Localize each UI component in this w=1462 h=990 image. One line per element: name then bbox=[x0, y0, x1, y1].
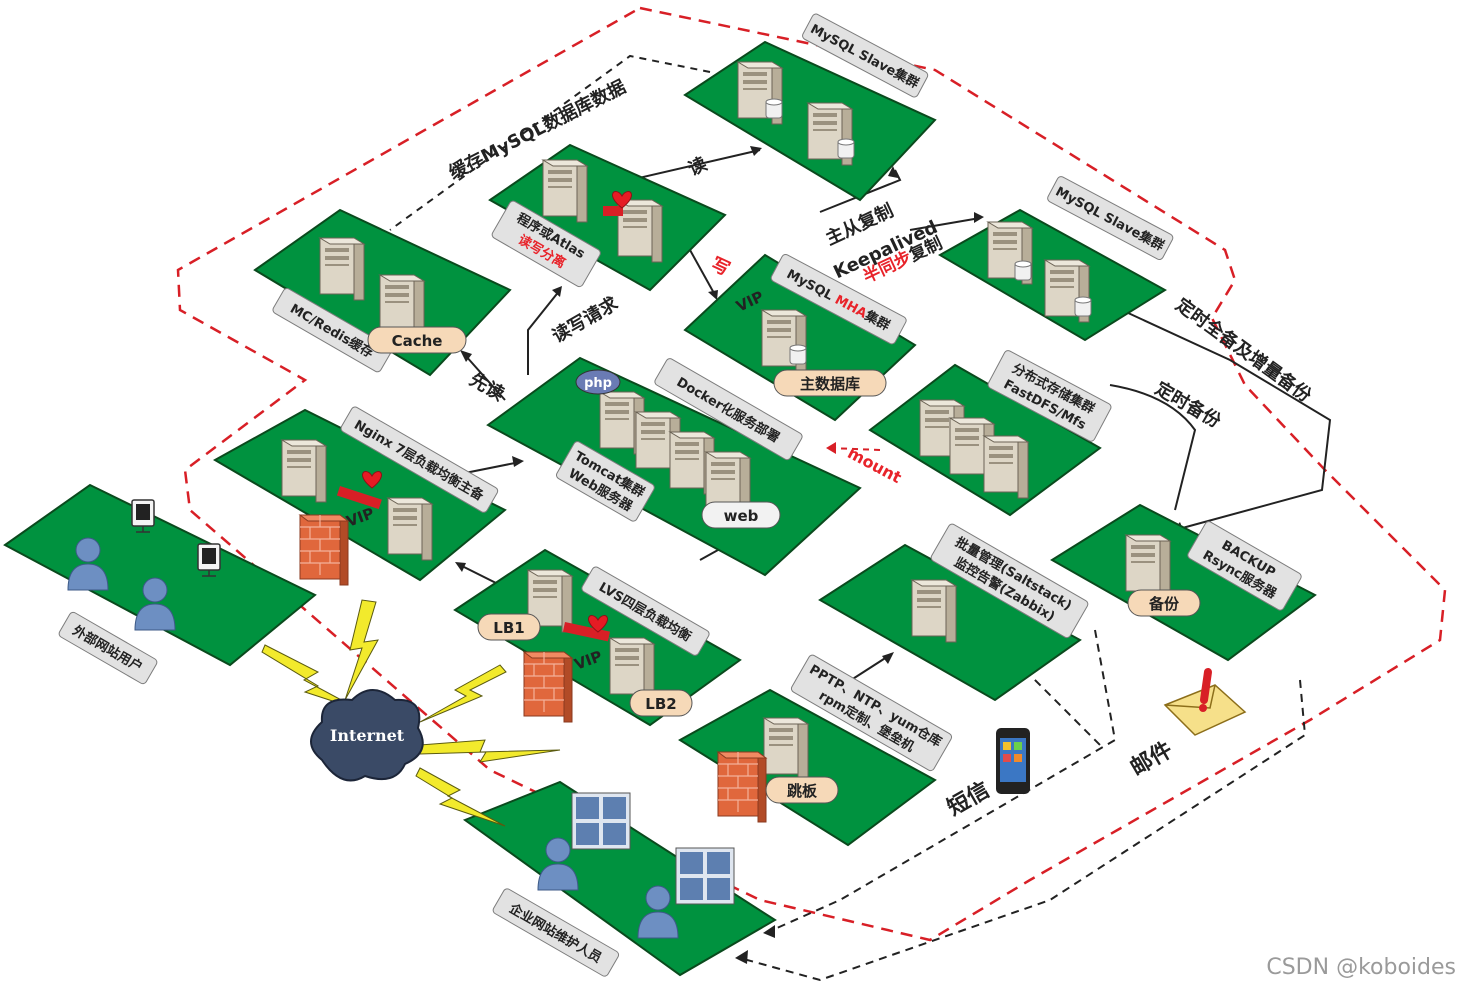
pill-lb2: LB2 bbox=[629, 689, 693, 717]
svg-text:web: web bbox=[724, 507, 759, 525]
read-first-label: 先读 bbox=[466, 368, 508, 405]
phone-icon bbox=[996, 728, 1030, 794]
zone-mysql-slave-right bbox=[937, 208, 1167, 342]
svg-text:备份: 备份 bbox=[1148, 595, 1180, 613]
firewall-icon bbox=[523, 651, 573, 723]
mail-label: 邮件 bbox=[1126, 738, 1177, 782]
rw-request-label: 读写请求 bbox=[548, 292, 622, 348]
zone-jump bbox=[678, 688, 937, 847]
svg-text:主数据库: 主数据库 bbox=[800, 375, 860, 393]
pill-master-db: 主数据库 bbox=[773, 369, 887, 397]
pill-jump: 跳板 bbox=[765, 776, 839, 804]
zone-enterprise-users bbox=[462, 780, 777, 977]
internet-label: Internet bbox=[330, 726, 405, 745]
core-boundary-dashed bbox=[176, 6, 1447, 942]
pill-backup: 备份 bbox=[1127, 589, 1201, 617]
zone-lvs bbox=[453, 548, 742, 727]
full-incr-backup-label: 定时全备及增量备份 bbox=[1172, 294, 1317, 408]
zone-saltstack bbox=[818, 543, 1082, 702]
firewall-icon bbox=[299, 514, 349, 586]
svg-text:LB1: LB1 bbox=[493, 619, 524, 637]
lightning-bolt-icons bbox=[261, 599, 561, 827]
mount-arrow bbox=[829, 447, 881, 451]
zone-storage bbox=[868, 363, 1102, 517]
zone-mysql-slave-top bbox=[683, 40, 937, 202]
sms-label: 短信 bbox=[943, 777, 994, 822]
svg-text:跳板: 跳板 bbox=[787, 782, 818, 800]
mail-icon bbox=[1163, 668, 1247, 736]
tag-mha: MySQL MHA集群 bbox=[770, 253, 907, 345]
zone-external-users bbox=[3, 483, 317, 667]
firewall-icon bbox=[717, 751, 767, 823]
csdn-watermark: CSDN @koboides bbox=[1266, 955, 1456, 980]
svg-text:Cache: Cache bbox=[392, 332, 443, 350]
internet-cloud-icon bbox=[310, 689, 424, 782]
zone-backup bbox=[1050, 503, 1317, 662]
flow-lines bbox=[389, 54, 1332, 982]
timed-backup-label: 定时备份 bbox=[1151, 377, 1225, 433]
php-badge: php bbox=[575, 369, 621, 395]
svg-text:php: php bbox=[584, 376, 612, 391]
pill-lb1: LB1 bbox=[477, 613, 541, 641]
zone-nginx bbox=[212, 408, 507, 582]
pill-cache: Cache bbox=[367, 326, 467, 354]
write-label: 写 bbox=[708, 254, 733, 281]
svg-text:LB2: LB2 bbox=[645, 695, 676, 713]
pill-web: web bbox=[701, 501, 781, 529]
read-label: 读 bbox=[685, 153, 711, 181]
